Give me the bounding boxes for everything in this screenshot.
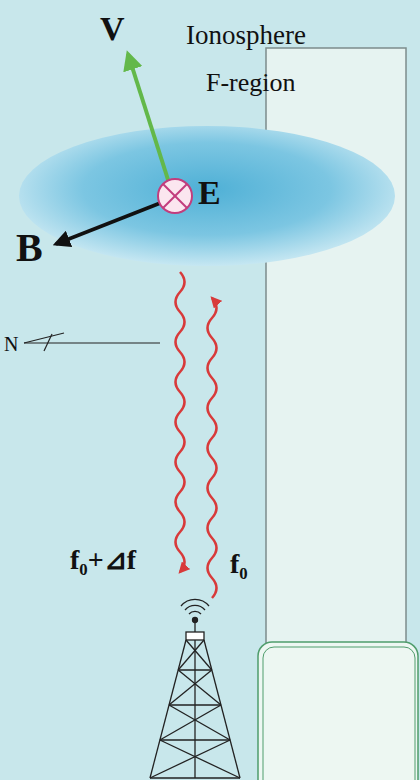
downlink-wave [176, 272, 185, 572]
efield-symbol [158, 179, 192, 213]
frequency-label: f₀+⊿f [70, 546, 136, 574]
frequency-label: f₀ [230, 550, 248, 578]
frequency-label-box: f₀ [230, 550, 248, 578]
note-frame-inner [263, 647, 415, 780]
region-subtitle: F-region [206, 70, 296, 96]
vector-label: B [16, 228, 43, 268]
ionosphere-region [19, 126, 395, 266]
direction-label: N [4, 334, 18, 354]
region-subtitle-box: F-region [206, 70, 296, 96]
note-frame [258, 642, 418, 780]
direction-label-box: N [4, 334, 18, 354]
antenna-tower [150, 599, 240, 778]
vector-label-box: V [100, 12, 125, 46]
vector-label: V [100, 12, 125, 46]
vector-label: E [198, 176, 221, 210]
region-title: Ionosphere [186, 22, 306, 49]
velocity-arrow [128, 54, 170, 186]
vector-label-box: E [198, 176, 221, 210]
frequency-label-box: f₀+⊿f [70, 546, 136, 574]
north-indicator [24, 333, 160, 351]
field-arrow [56, 200, 168, 244]
uplink-wave [208, 298, 217, 598]
region-title-box: Ionosphere [186, 22, 306, 49]
vector-label-box: B [16, 228, 43, 268]
